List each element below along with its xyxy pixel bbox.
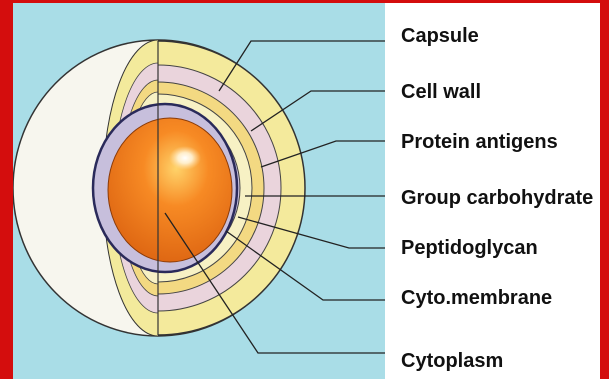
diagram-stage: Capsule Cell wall Protein antigens Group… [13,3,600,379]
cytoplasm-body [108,118,232,262]
bacterial-cell-diagram: Capsule Cell wall Protein antigens Group… [13,3,600,379]
label-group-carbohydrate: Group carbohydrate [401,187,593,209]
label-cell-wall: Cell wall [401,81,481,103]
label-cyto-membrane: Cyto.membrane [401,287,552,309]
label-capsule: Capsule [401,25,479,47]
label-protein-antigens: Protein antigens [401,131,558,153]
label-peptidoglycan: Peptidoglycan [401,237,538,259]
label-cytoplasm: Cytoplasm [401,350,503,372]
highlight-glare [169,146,201,170]
